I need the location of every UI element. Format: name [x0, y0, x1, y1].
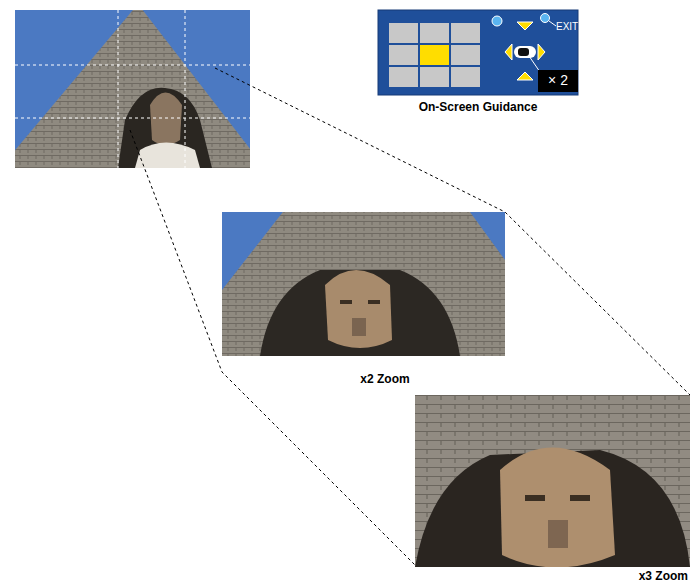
- image-caption: x3 Zoom: [639, 570, 688, 583]
- exit-label: EXIT: [556, 21, 578, 32]
- zoom-factor-label: × 2: [548, 73, 568, 88]
- zoom-leader-lines: [130, 68, 690, 565]
- photo-zoom-2: [222, 212, 505, 356]
- guidance-panel: [378, 10, 578, 95]
- panel-caption: On-Screen Guidance: [419, 101, 538, 114]
- image-caption: x2 Zoom: [360, 373, 409, 386]
- photo-original: [15, 10, 250, 168]
- photo-zoom-3: [415, 395, 690, 567]
